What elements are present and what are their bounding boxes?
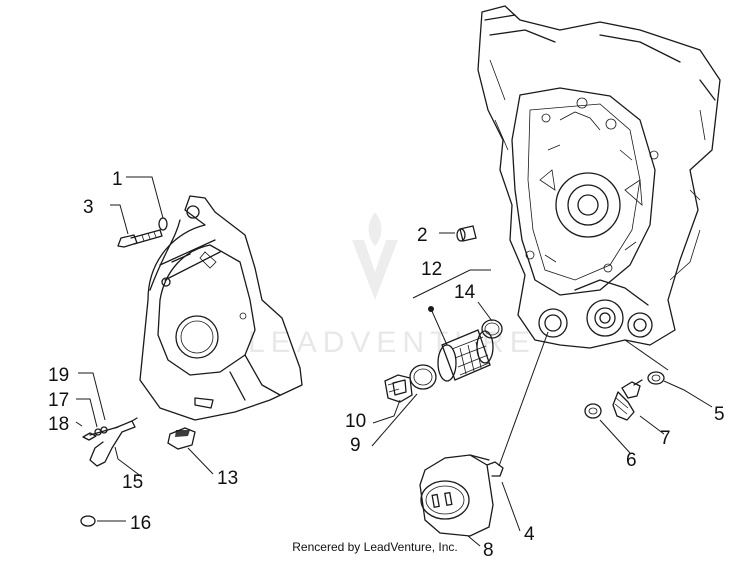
oring-part-9 [409,364,437,390]
callout-9: 9 [350,435,361,456]
leader-lines [75,176,713,547]
drain-plug-part-10 [384,374,413,403]
washer-part-5 [647,371,665,385]
callout-15: 15 [122,472,143,493]
sensor-part-7 [612,379,643,421]
callout-18: 18 [48,414,69,435]
leadventure-watermark-logo: LEADVENTURE [248,212,530,359]
clip-ring-part-16 [80,515,96,527]
callout-13: 13 [217,468,238,489]
callout-10: 10 [345,411,366,432]
callout-1: 1 [112,169,123,190]
callout-labels: 1 2 3 4 5 6 7 8 9 10 12 13 14 15 16 17 1… [48,169,725,561]
callout-4: 4 [524,524,535,545]
callout-5: 5 [714,404,725,425]
callout-16: 16 [130,513,151,534]
bracket-part-15 [82,417,138,467]
callout-17: 17 [48,390,69,411]
washer-part-6 [584,403,602,419]
plug-part-2 [456,225,477,242]
callout-14: 14 [454,282,476,303]
callout-2: 2 [417,225,428,246]
pad-part-13 [167,427,196,450]
screw-and-washer [117,217,168,248]
flywheel-cover [139,195,303,421]
callout-19: 19 [48,365,69,386]
callout-6: 6 [626,450,637,471]
callout-8: 8 [483,540,494,561]
oil-filter-part-8 [419,454,504,537]
render-credit: Rencered by LeadVenture, Inc. [292,540,458,554]
callout-3: 3 [83,197,94,218]
strainer-filter-part-12 [437,329,494,382]
callout-12: 12 [421,259,442,280]
callout-7: 7 [660,428,671,449]
engine-crankcase [477,5,721,349]
